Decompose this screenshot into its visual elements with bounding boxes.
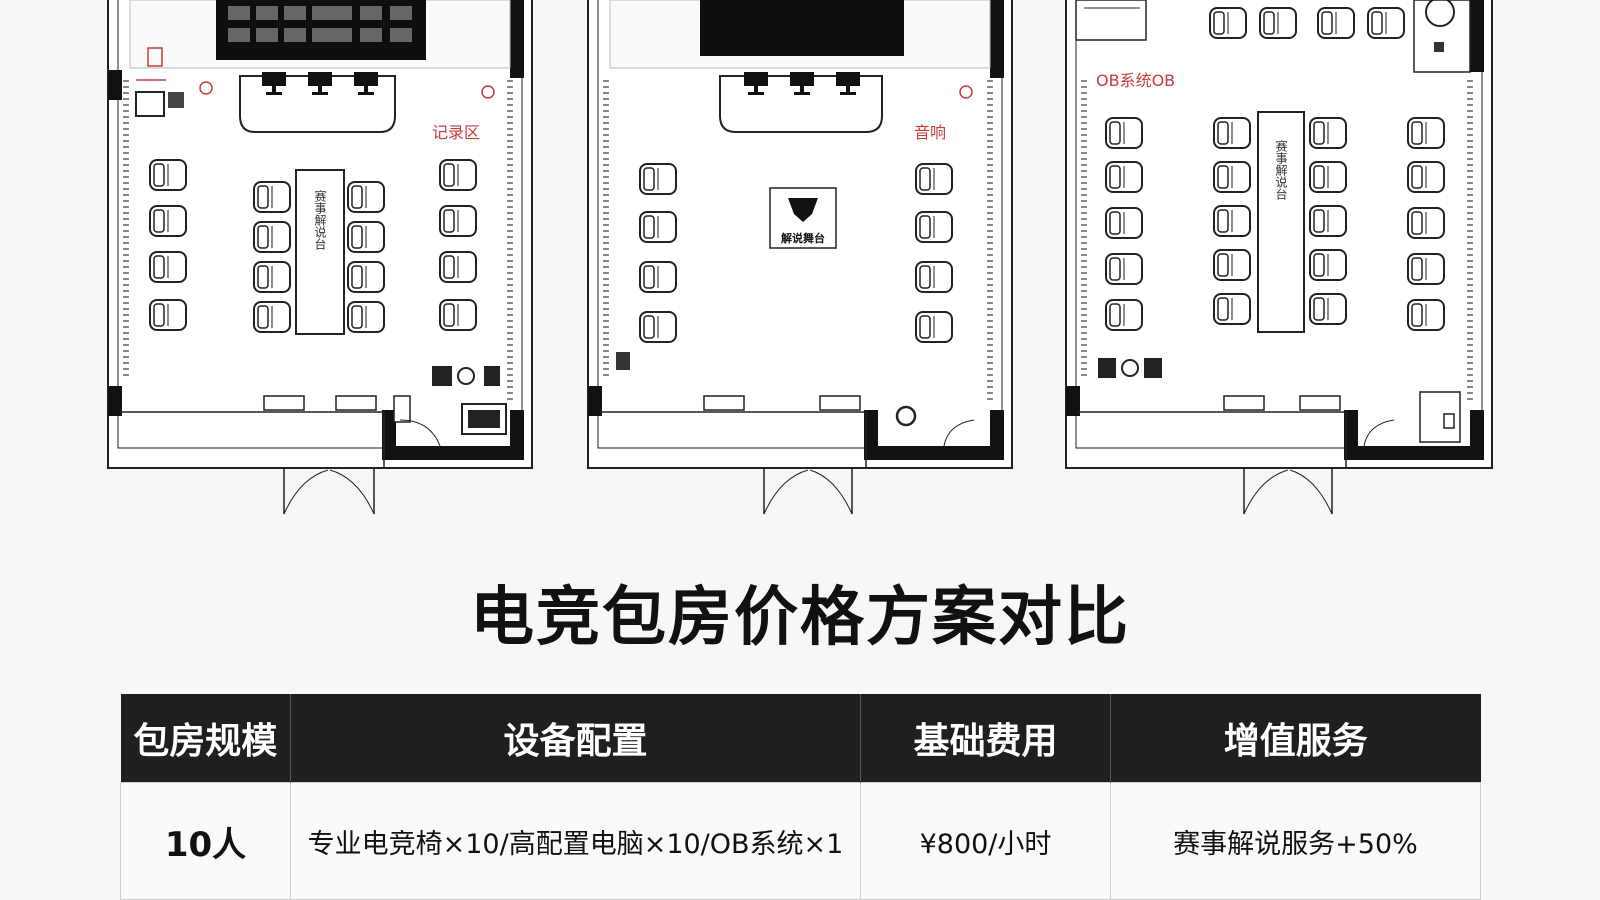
plan3-table-text: 赛事解说台 (1274, 139, 1288, 200)
header-service: 增值服务 (1110, 694, 1481, 783)
header-scale: 包房规模 (120, 694, 291, 783)
plan3-label: OB系统OB (1096, 71, 1175, 90)
page-title: 电竞包房价格方案对比 (470, 581, 1130, 655)
cell-scale: 10人 (120, 782, 291, 900)
plan2-logo-text: 解说舞台 (781, 231, 825, 245)
cell-fee: ¥800/小时 (860, 782, 1111, 900)
floorplan-3: OB系统OB 赛事解说台 (1065, 0, 1493, 515)
floor-plans: 记录区 赛事解说台 (107, 0, 1493, 515)
header-fee: 基础费用 (860, 694, 1111, 783)
plan1-label: 记录区 (432, 123, 480, 142)
plan1-table-text: 赛事解说台 (313, 189, 327, 250)
floorplan-2: 音响 解说舞台 (587, 0, 1013, 515)
header-equipment: 设备配置 (290, 694, 861, 783)
pricing-table: 包房规模 设备配置 基础费用 增值服务 10人 专业电竞椅×10/高配置电脑×1… (120, 694, 1481, 900)
table-row: 10人 专业电竞椅×10/高配置电脑×10/OB系统×1 ¥800/小时 赛事解… (120, 782, 1481, 900)
table-header-row: 包房规模 设备配置 基础费用 增值服务 (120, 694, 1481, 783)
floorplan-1: 记录区 赛事解说台 (107, 0, 533, 515)
plan2-label: 音响 (914, 123, 946, 142)
cell-equipment: 专业电竞椅×10/高配置电脑×10/OB系统×1 (290, 782, 861, 900)
cell-service: 赛事解说服务+50% (1110, 782, 1481, 900)
